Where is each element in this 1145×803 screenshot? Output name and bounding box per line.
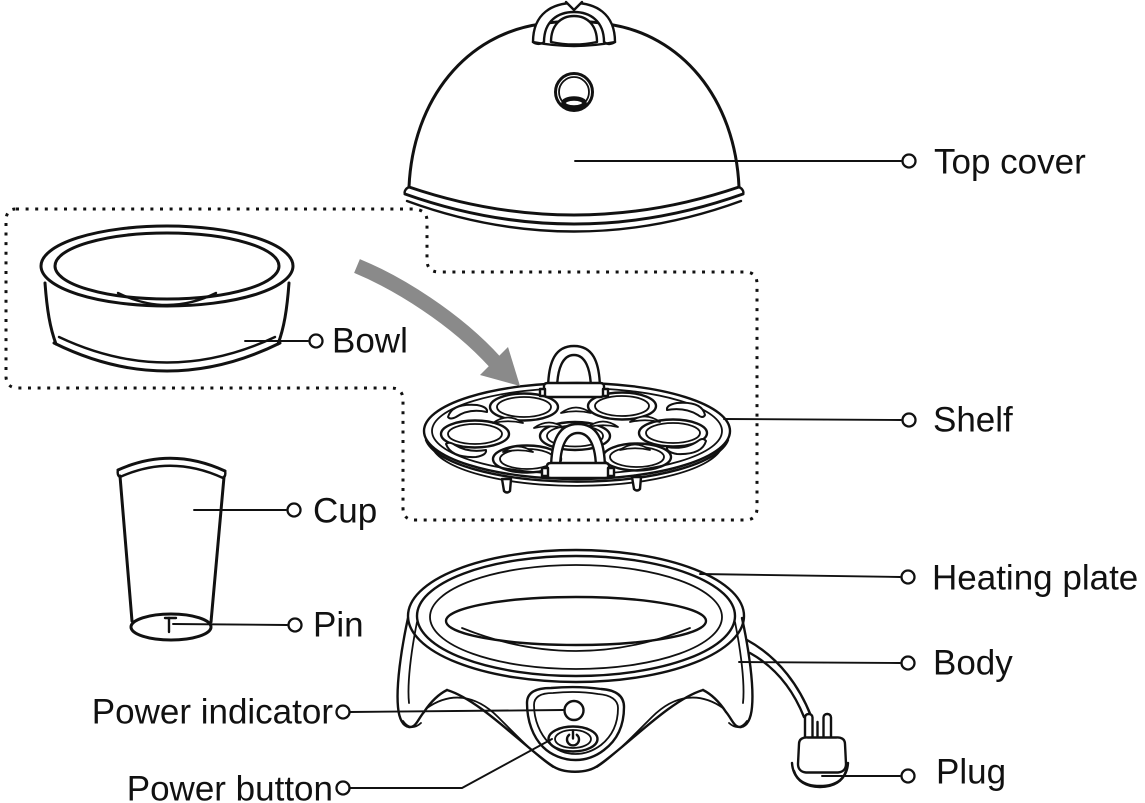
label-plug: Plug <box>936 753 1006 792</box>
plug-drawing <box>745 638 850 789</box>
label-top-cover: Top cover <box>934 143 1086 182</box>
handle-notch <box>566 1 582 11</box>
label-pin: Pin <box>313 606 364 645</box>
heating-plate-drawing <box>444 595 708 652</box>
shelf-front-handle <box>540 422 616 480</box>
leader-dot <box>900 569 916 585</box>
power-button-control <box>547 725 599 753</box>
bowl-drawing <box>39 224 295 373</box>
placement-arrow-icon <box>354 259 520 386</box>
part-labels: Top cover Bowl Shelf Cup Pin Heating pla… <box>92 143 1139 803</box>
leader-dot <box>287 617 303 633</box>
label-bowl: Bowl <box>332 322 408 361</box>
label-power-indicator: Power indicator <box>92 693 334 732</box>
leader-dot <box>900 655 916 671</box>
cup-drawing <box>116 456 227 642</box>
label-power-button: Power button <box>127 770 333 803</box>
label-body: Body <box>933 644 1013 683</box>
accessory-group-dotted-outline <box>4 207 759 522</box>
leader-dot <box>335 704 351 720</box>
pin-drawing <box>163 616 178 634</box>
plug-body <box>796 736 848 774</box>
power-indicator-light <box>563 699 585 722</box>
shelf-feet <box>500 475 643 494</box>
label-cup: Cup <box>313 492 377 531</box>
steam-vent <box>554 72 594 112</box>
shelf-vent-slots <box>492 406 661 453</box>
shelf-drawing <box>422 344 732 494</box>
body-drawing <box>396 548 754 773</box>
leader-dot <box>335 780 351 796</box>
power-icon <box>565 729 581 747</box>
leader-dot <box>308 333 324 349</box>
leader-lines <box>172 153 917 796</box>
top-cover-drawing <box>403 0 745 233</box>
leader-dot <box>901 153 917 169</box>
shelf-rear-handle <box>538 344 610 399</box>
leader-dot <box>901 412 917 428</box>
control-panel <box>525 685 626 762</box>
power-cord <box>745 638 813 719</box>
label-shelf: Shelf <box>933 401 1013 440</box>
leader-dot <box>286 502 302 518</box>
lid-handle <box>531 0 617 48</box>
leader-dot <box>900 768 916 784</box>
shelf-wing-slots <box>445 401 707 459</box>
label-heating-plate: Heating plate <box>932 559 1138 598</box>
